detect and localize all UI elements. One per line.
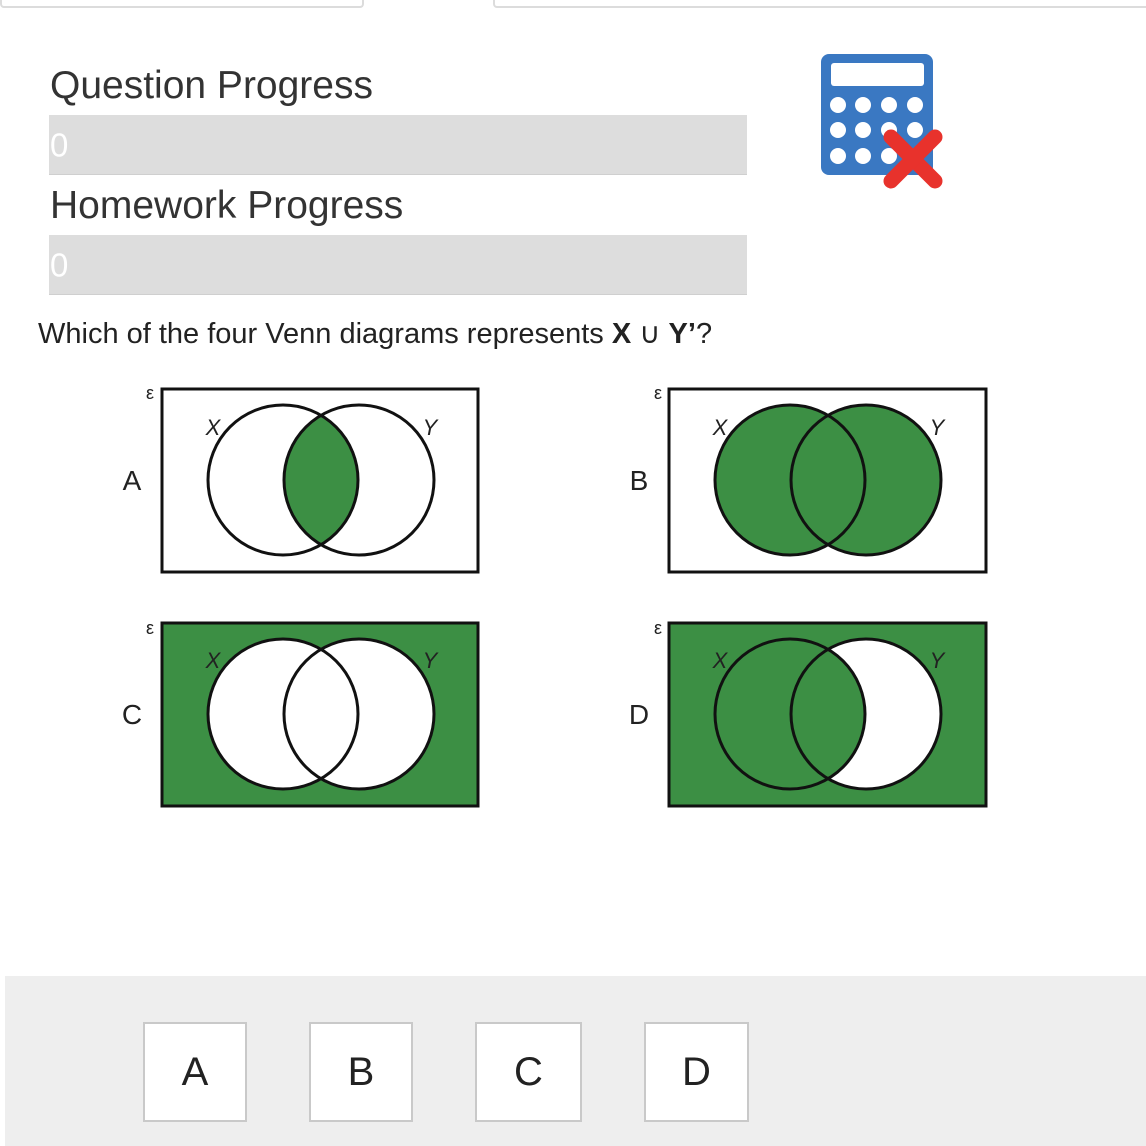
question-text: Which of the four Venn diagrams represen… xyxy=(38,316,712,351)
shaded-region xyxy=(284,405,358,555)
venn-diagram-b: ε B X Y xyxy=(630,383,988,574)
answer-button-d[interactable]: D xyxy=(644,1022,749,1122)
set-y-circle xyxy=(789,403,943,557)
set-y-label: Y xyxy=(423,648,439,673)
set-x-circle xyxy=(713,637,867,791)
calculator-screen xyxy=(831,63,924,86)
answer-button-a[interactable]: A xyxy=(143,1022,247,1122)
question-progress-value: 0 xyxy=(50,126,69,163)
diagram-label-b: B xyxy=(630,465,649,496)
question-progress-bar: 0 xyxy=(49,115,747,175)
tab-right[interactable] xyxy=(493,0,1146,8)
homework-progress-label: Homework Progress xyxy=(50,184,404,227)
venn-diagram-d: ε D X Y xyxy=(629,618,988,808)
question-set-x: X xyxy=(611,318,632,350)
homework-progress-value: 0 xyxy=(50,246,69,283)
set-y-label: Y xyxy=(930,648,946,673)
shaded-intersection xyxy=(791,639,865,789)
set-y-label: Y xyxy=(423,415,439,440)
calculator-disabled-icon[interactable] xyxy=(812,50,947,195)
question-set-y-complement: Y’ xyxy=(668,318,696,350)
venn-diagram-a: ε A X Y xyxy=(123,383,480,574)
set-x-circle xyxy=(713,403,867,557)
universal-set-label: ε xyxy=(146,618,154,638)
universal-set-label: ε xyxy=(146,383,154,403)
disabled-cross-icon xyxy=(883,129,943,189)
set-y-circle xyxy=(282,403,436,557)
set-y-label: Y xyxy=(930,415,946,440)
diagram-label-c: C xyxy=(122,699,142,730)
diagram-label-d: D xyxy=(629,699,649,730)
question-union-symbol: ∪ xyxy=(631,318,669,350)
diagram-label-a: A xyxy=(123,465,142,496)
venn-diagram-c: ε C X Y xyxy=(122,618,480,808)
set-x-label: X xyxy=(712,415,729,440)
set-y-circle xyxy=(282,637,436,791)
calculator-keys xyxy=(830,97,923,164)
set-x-circle xyxy=(206,403,360,557)
question-progress-label: Question Progress xyxy=(50,64,373,107)
set-x-circle xyxy=(206,637,360,791)
answer-button-b[interactable]: B xyxy=(309,1022,413,1122)
homework-progress-bar: 0 xyxy=(49,235,747,295)
tab-left[interactable] xyxy=(0,0,364,8)
universal-set-label: ε xyxy=(654,618,662,638)
set-x-label: X xyxy=(712,648,729,673)
question-mark: ? xyxy=(695,318,713,350)
universal-set-label: ε xyxy=(654,383,662,403)
set-y-circle xyxy=(789,637,943,791)
set-x-label: X xyxy=(205,648,222,673)
set-x-label: X xyxy=(205,415,222,440)
answer-button-c[interactable]: C xyxy=(475,1022,582,1122)
question-text-main: Which of the four Venn diagrams represen… xyxy=(38,318,612,350)
